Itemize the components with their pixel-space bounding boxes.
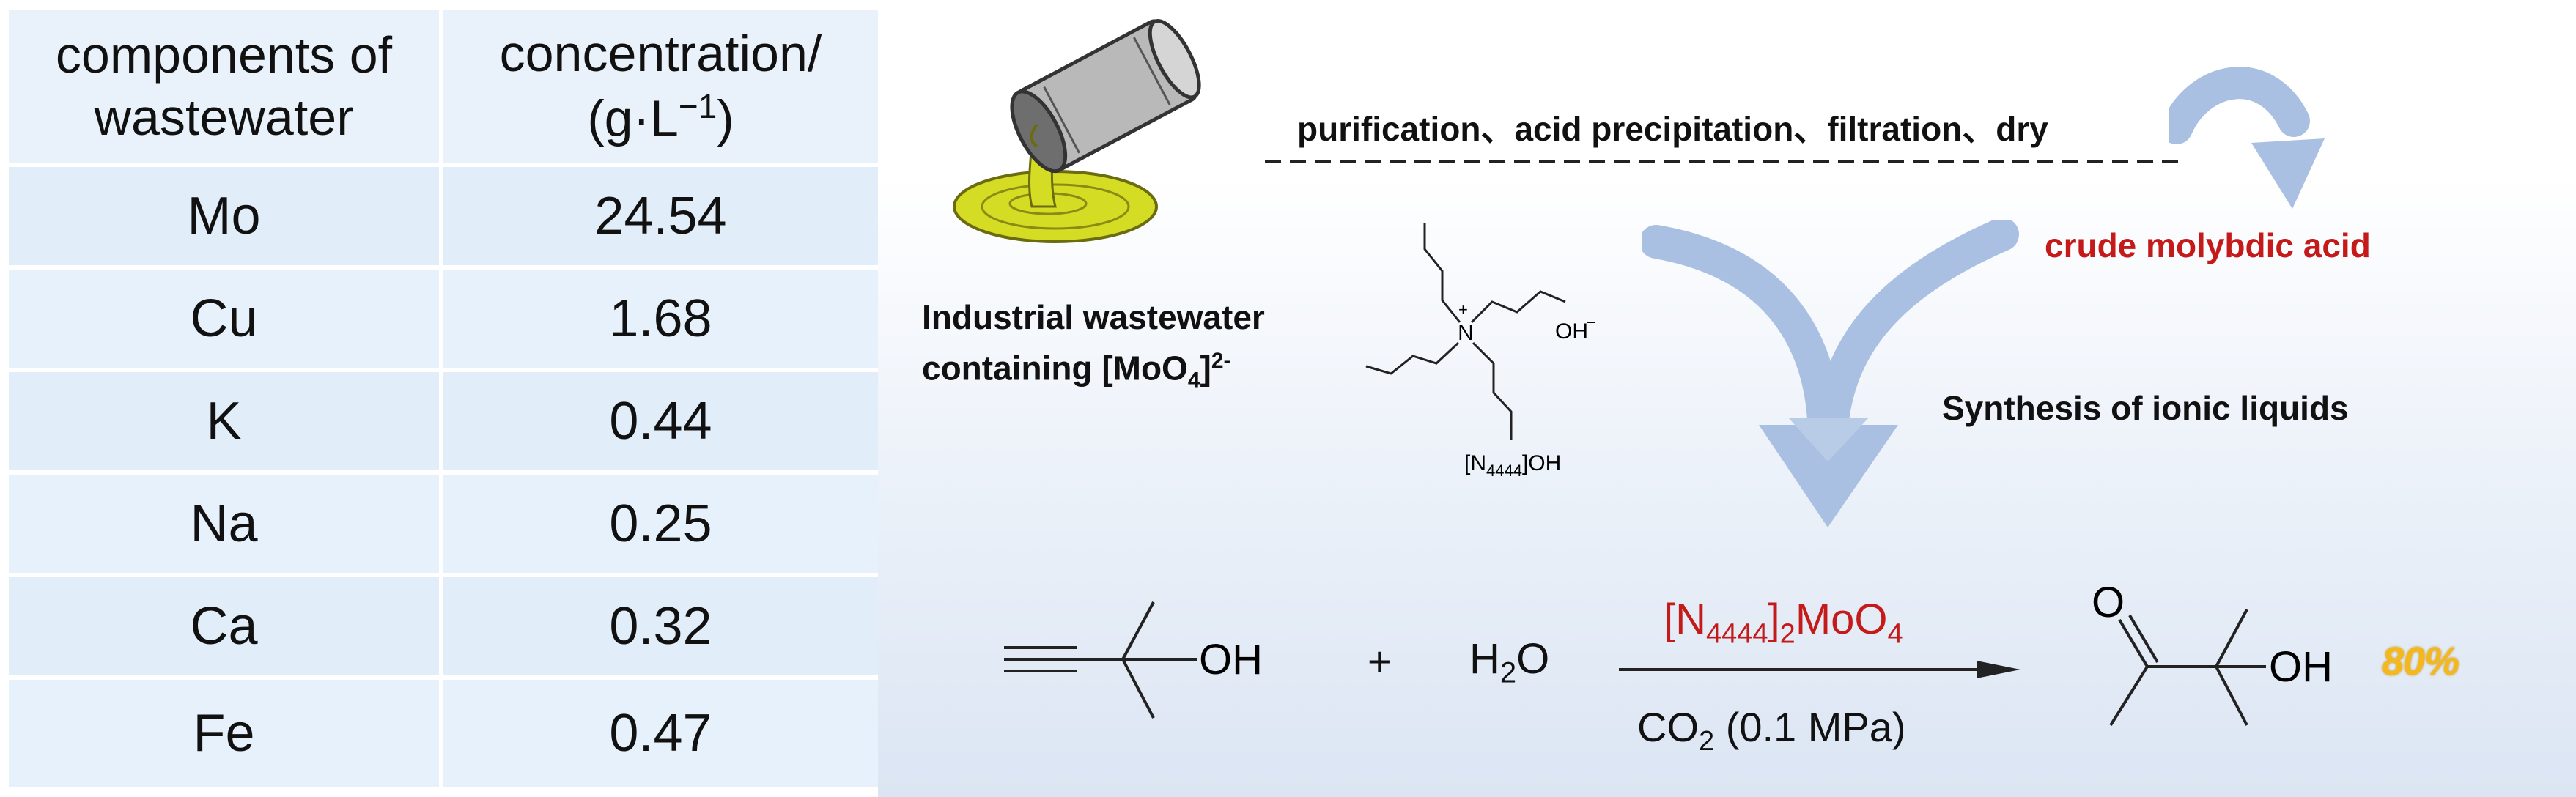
catalyst-sub-2: 2 — [1779, 618, 1796, 650]
crude-molybdic-acid-label: crude molybdic acid — [2045, 226, 2371, 264]
catalyst-sub-4444: 4444 — [1706, 618, 1768, 650]
water-formula: H2O — [1469, 634, 1549, 690]
quat-counter-ion: OH — [1555, 319, 1588, 344]
wastewater-label-line2: containing [MoO4]2- — [922, 339, 1265, 403]
process-steps-label: purification、acid precipitation、filtrati… — [1297, 110, 2048, 148]
water-o: O — [1516, 635, 1550, 683]
table-row-concentration: 24.54 — [443, 167, 878, 265]
merging-synthesis-arrows — [1642, 220, 2019, 527]
wastewater-formula-base: containing [MoO — [922, 349, 1188, 388]
reaction-yield: 80% — [2382, 640, 2459, 683]
product-o-label: O — [2092, 579, 2125, 626]
reaction-plus: + — [1368, 638, 1392, 684]
wastewater-formula-charge: 2- — [1211, 349, 1231, 373]
table-row-component: Na — [9, 475, 439, 573]
table-header-concentration: concentration/ (g·L−1) — [443, 10, 878, 163]
water-sub: 2 — [1499, 656, 1517, 689]
quat-counter-charge: − — [1586, 313, 1596, 333]
quat-name-sub: 4444 — [1486, 461, 1522, 480]
wastewater-label: Industrial wastewater containing [MoO4]2… — [922, 295, 1265, 403]
condition-co: CO — [1637, 704, 1699, 750]
reactant-oh-label: OH — [1199, 636, 1263, 683]
catalyst-sub-4: 4 — [1887, 618, 1903, 650]
wastewater-formula-bracket: ] — [1200, 349, 1211, 388]
header-unit-base: (g·L — [587, 89, 679, 147]
quat-name-pre: [N — [1464, 451, 1486, 475]
table-header-component: components of wastewater — [9, 10, 439, 163]
catalyst-formula: [N4444]2MoO4 — [1664, 595, 1903, 650]
curved-arrow-to-crude-acid — [2169, 67, 2325, 209]
wastewater-composition-table: components of wastewater concentration/ … — [9, 10, 878, 787]
header-unit-exponent: −1 — [678, 86, 717, 125]
reaction-arrow — [1619, 661, 2020, 678]
quat-name-post: ]OH — [1522, 451, 1561, 475]
catalyst-bracket-open: [N — [1664, 596, 1706, 643]
condition-sub: 2 — [1699, 726, 1715, 757]
table-row-component: Mo — [9, 167, 439, 265]
table-row-component: Ca — [9, 577, 439, 675]
table-row-concentration: 1.68 — [443, 270, 878, 368]
table-row-component: Fe — [9, 680, 439, 787]
header-concentration-line1: concentration/ — [499, 25, 822, 83]
wastewater-bucket-icon — [953, 18, 1201, 243]
table-row-concentration: 0.32 — [443, 577, 878, 675]
synthesis-label: Synthesis of ionic liquids — [1942, 389, 2349, 427]
header-component-line2: wastewater — [94, 89, 354, 146]
reactant-alkynol-structure: OH — [1004, 601, 1263, 719]
product-hydroxyketone-structure: O OH — [2092, 579, 2333, 727]
table-row-concentration: 0.25 — [443, 475, 878, 573]
header-concentration-line2: (g·L−1) — [587, 86, 734, 150]
table-row-component: K — [9, 372, 439, 470]
table-row-concentration: 0.44 — [443, 372, 878, 470]
water-h: H — [1469, 635, 1500, 683]
product-oh-label: OH — [2269, 643, 2333, 691]
quat-charge: + — [1458, 300, 1468, 319]
quat-name: [N4444]OH — [1464, 451, 1561, 480]
table-row-concentration: 0.47 — [443, 680, 878, 787]
wastewater-label-line1: Industrial wastewater — [922, 298, 1265, 336]
tetrabutylammonium-hydroxide-structure: N + OH − [N4444]OH — [1365, 223, 1596, 480]
reaction-condition: CO2 (0.1 MPa) — [1637, 703, 1906, 757]
catalyst-bracket-close: ] — [1768, 596, 1780, 643]
catalyst-moo: MoO — [1795, 596, 1888, 643]
table-row-component: Cu — [9, 270, 439, 368]
process-dashed-line — [1265, 160, 2185, 163]
quat-n-atom: N — [1458, 321, 1474, 345]
header-component-line1: components of — [55, 26, 393, 84]
wastewater-formula-sub: 4 — [1187, 368, 1200, 393]
header-unit-close: ) — [717, 89, 734, 147]
condition-pressure: (0.1 MPa) — [1714, 704, 1906, 750]
